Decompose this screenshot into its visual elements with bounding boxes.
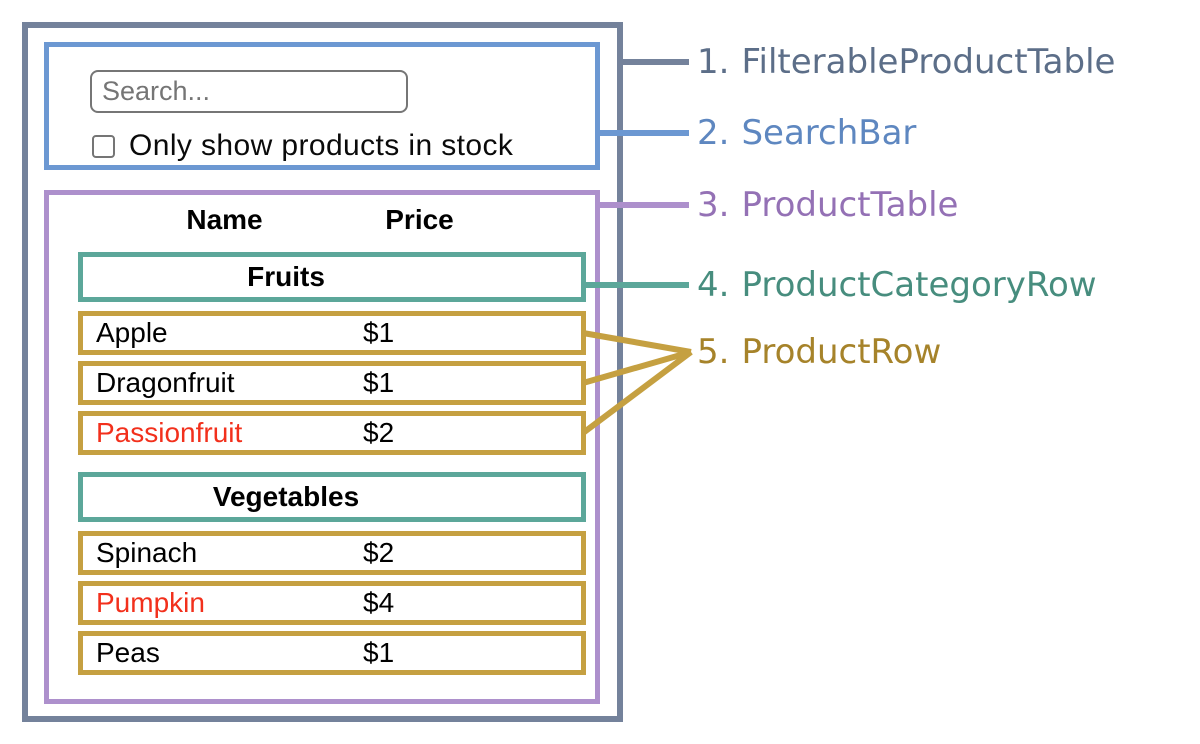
category-row-fruits: Fruits xyxy=(78,252,586,302)
category-label: Vegetables xyxy=(212,481,360,512)
search-input[interactable] xyxy=(90,70,408,113)
category-row-vegetables: Vegetables xyxy=(78,472,586,522)
in-stock-label: Only show products in stock xyxy=(129,129,514,162)
product-price: $2 xyxy=(363,417,395,448)
product-row-pumpkin: Pumpkin $4 xyxy=(78,581,586,625)
legend-number: 4. xyxy=(697,265,730,305)
in-stock-checkbox[interactable] xyxy=(92,134,115,158)
legend-label: ProductRow xyxy=(741,332,942,372)
legend-label: SearchBar xyxy=(741,113,917,153)
filterable-product-table-box: Only show products in stock Name Price F… xyxy=(22,22,623,722)
product-row-peas: Peas $1 xyxy=(78,631,586,675)
column-header-name: Name xyxy=(186,204,263,235)
product-price: $1 xyxy=(363,317,395,348)
product-price: $1 xyxy=(363,367,395,398)
product-price: $1 xyxy=(363,637,395,668)
product-row-spinach: Spinach $2 xyxy=(78,531,586,575)
legend-number: 1. xyxy=(697,42,730,82)
product-name: Apple xyxy=(96,317,168,348)
legend-label: FilterableProductTable xyxy=(741,42,1116,82)
legend-item-product-category-row: 4. ProductCategoryRow xyxy=(697,265,1097,305)
legend-number: 5. xyxy=(697,332,730,372)
table-header-row: Name Price xyxy=(78,200,586,240)
legend-item-filterable-product-table: 1. FilterableProductTable xyxy=(697,42,1115,82)
stock-filter-row: Only show products in stock xyxy=(92,129,513,163)
product-price: $2 xyxy=(363,537,395,568)
product-row-dragonfruit: Dragonfruit $1 xyxy=(78,361,586,405)
product-row-passionfruit: Passionfruit $2 xyxy=(78,411,586,455)
legend-item-product-table: 3. ProductTable xyxy=(697,185,958,225)
column-header-price: Price xyxy=(385,204,454,235)
legend-label: ProductCategoryRow xyxy=(741,265,1097,305)
legend-number: 2. xyxy=(697,113,730,153)
product-price: $4 xyxy=(363,587,395,618)
legend-label: ProductTable xyxy=(741,185,959,225)
legend-item-product-row: 5. ProductRow xyxy=(697,332,941,372)
search-bar-box: Only show products in stock xyxy=(44,42,600,170)
legend-item-search-bar: 2. SearchBar xyxy=(697,113,916,153)
product-name: Passionfruit xyxy=(96,417,243,448)
legend-number: 3. xyxy=(697,185,730,225)
product-name: Spinach xyxy=(96,537,198,568)
product-row-apple: Apple $1 xyxy=(78,311,586,355)
product-name: Peas xyxy=(96,637,160,668)
product-name: Dragonfruit xyxy=(96,367,235,398)
product-name: Pumpkin xyxy=(96,587,205,618)
category-label: Fruits xyxy=(247,261,325,292)
product-table-box: Name Price Fruits Apple $1 Dragonfrui xyxy=(44,190,600,704)
